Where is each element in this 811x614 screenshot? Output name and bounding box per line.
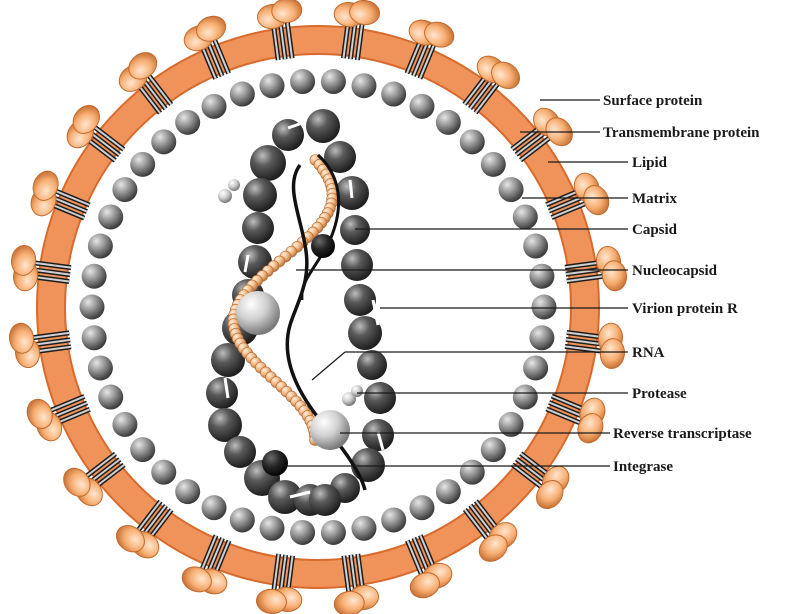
matrix-sphere xyxy=(88,234,113,259)
matrix-sphere xyxy=(529,264,554,289)
label-nucleocapsid: Nucleocapsid xyxy=(632,263,718,279)
capsid-sphere xyxy=(344,284,376,316)
capsid-sphere xyxy=(341,249,373,281)
labels: Surface protein Transmembrane protein Li… xyxy=(603,93,760,475)
matrix-sphere xyxy=(202,94,227,119)
capsid-sphere xyxy=(357,350,387,380)
label-reverse-transcriptase: Reverse transcriptase xyxy=(613,426,752,442)
reverse-transcriptase-sphere xyxy=(310,410,350,450)
surface-protein xyxy=(332,584,380,614)
protease-sphere xyxy=(351,385,363,397)
capsid-sphere xyxy=(340,215,370,245)
free-protein-sphere xyxy=(218,189,232,203)
matrix-sphere xyxy=(351,73,376,98)
label-protease: Protease xyxy=(632,386,687,402)
matrix-sphere xyxy=(460,460,485,485)
matrix-sphere xyxy=(321,520,346,545)
free-protein-sphere xyxy=(228,179,240,191)
capsid-sphere xyxy=(309,484,341,516)
surface-protein xyxy=(333,0,381,30)
label-matrix: Matrix xyxy=(632,191,677,207)
matrix-sphere xyxy=(409,495,434,520)
capsid-sphere xyxy=(250,145,286,181)
matrix-sphere xyxy=(381,82,406,107)
capsid-sphere xyxy=(306,109,340,143)
label-transmembrane-protein: Transmembrane protein xyxy=(603,125,760,141)
matrix-sphere xyxy=(290,69,315,94)
reverse-transcriptase-sphere xyxy=(236,291,280,335)
matrix-sphere xyxy=(98,204,123,229)
label-rna: RNA xyxy=(632,345,665,361)
integrase-sphere xyxy=(311,234,335,258)
matrix-sphere xyxy=(481,437,506,462)
surface-protein xyxy=(255,584,303,614)
matrix-sphere xyxy=(80,295,105,320)
matrix-sphere xyxy=(436,110,461,135)
matrix-sphere xyxy=(130,152,155,177)
matrix-sphere xyxy=(381,507,406,532)
integrase-sphere xyxy=(262,450,288,476)
matrix-sphere xyxy=(436,479,461,504)
matrix-sphere xyxy=(523,234,548,259)
matrix-sphere xyxy=(523,355,548,380)
matrix-sphere xyxy=(351,516,376,541)
matrix-sphere xyxy=(499,177,524,202)
matrix-sphere xyxy=(175,479,200,504)
matrix-sphere xyxy=(409,94,434,119)
matrix-sphere xyxy=(513,204,538,229)
surface-protein xyxy=(595,244,629,292)
surface-protein xyxy=(8,244,42,292)
matrix-sphere xyxy=(112,177,137,202)
matrix-sphere xyxy=(151,129,176,154)
matrix-sphere xyxy=(202,495,227,520)
matrix-sphere xyxy=(260,516,285,541)
capsid-sphere xyxy=(224,436,256,468)
capsid-sphere xyxy=(242,212,274,244)
matrix-sphere xyxy=(513,385,538,410)
label-integrase: Integrase xyxy=(613,459,673,475)
matrix-sphere xyxy=(230,507,255,532)
matrix-sphere xyxy=(290,520,315,545)
matrix-sphere xyxy=(130,437,155,462)
matrix-sphere xyxy=(88,355,113,380)
matrix-sphere xyxy=(260,73,285,98)
matrix-sphere xyxy=(529,325,554,350)
matrix-sphere xyxy=(82,264,107,289)
matrix-sphere xyxy=(175,110,200,135)
matrix-sphere xyxy=(98,385,123,410)
matrix-sphere xyxy=(82,325,107,350)
matrix-sphere xyxy=(151,460,176,485)
capsid-sphere xyxy=(243,178,277,212)
matrix-sphere xyxy=(481,152,506,177)
label-virion-protein-r: Virion protein R xyxy=(632,301,738,317)
matrix-sphere xyxy=(460,129,485,154)
surface-protein xyxy=(8,321,42,369)
capsid-sphere xyxy=(351,448,385,482)
matrix-sphere xyxy=(112,412,137,437)
label-capsid: Capsid xyxy=(632,222,678,238)
capsid-sphere xyxy=(206,377,238,409)
leader-rna xyxy=(312,352,345,380)
surface-protein xyxy=(595,322,629,370)
matrix-sphere xyxy=(321,69,346,94)
surface-protein xyxy=(255,0,303,30)
matrix-sphere xyxy=(532,295,557,320)
label-surface-protein: Surface protein xyxy=(603,93,703,109)
virion-protein-r-stalk xyxy=(350,180,352,198)
label-lipid: Lipid xyxy=(632,155,668,171)
capsid-sphere xyxy=(364,382,396,414)
matrix-sphere xyxy=(230,82,255,107)
